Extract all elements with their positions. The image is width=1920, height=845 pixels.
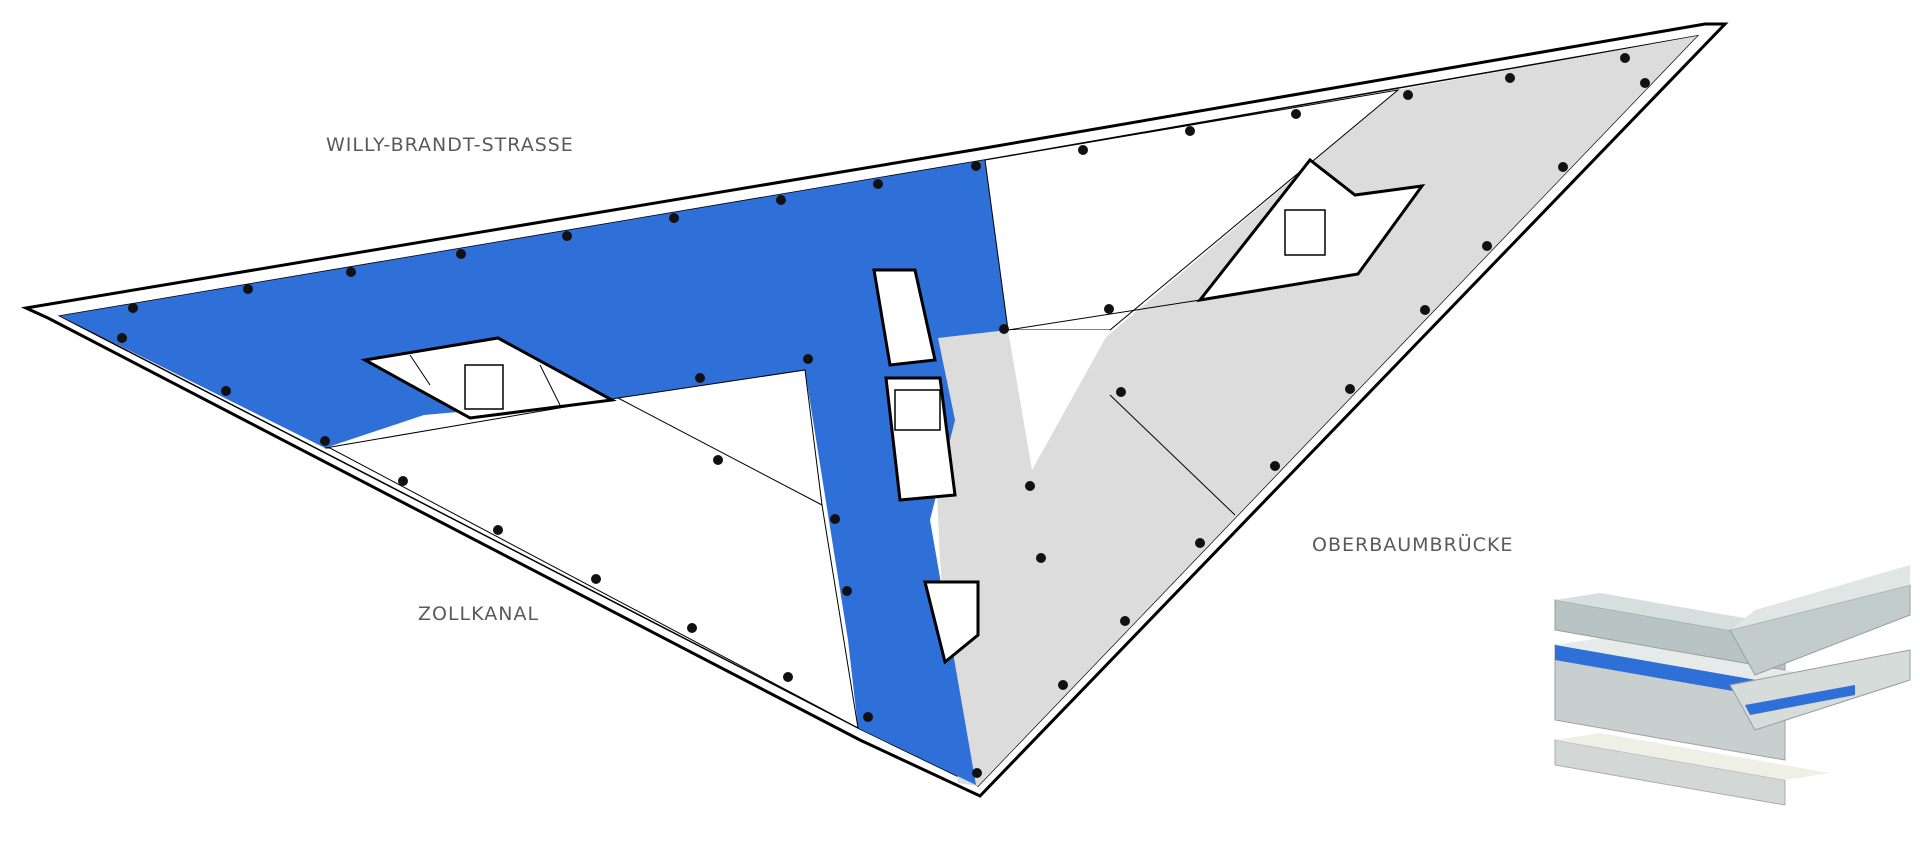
core-central <box>872 268 980 665</box>
columns <box>117 53 1650 778</box>
core-east <box>1196 157 1426 303</box>
courtyard-east-cut <box>1008 330 1110 470</box>
street-label-willy-brandt-strasse: WILLY-BRANDT-STRASSE <box>326 134 574 156</box>
core-west <box>360 336 617 420</box>
rental-unit-highlighted[interactable] <box>60 160 1008 785</box>
partition-lines <box>617 299 1236 516</box>
rental-unit-grey-lower[interactable] <box>930 36 1697 786</box>
building-key-3d <box>1554 565 1911 806</box>
street-label-oberbaumbruecke: OBERBAUMBRÜCKE <box>1312 534 1514 556</box>
street-label-zollkanal: ZOLLKANAL <box>418 603 540 625</box>
